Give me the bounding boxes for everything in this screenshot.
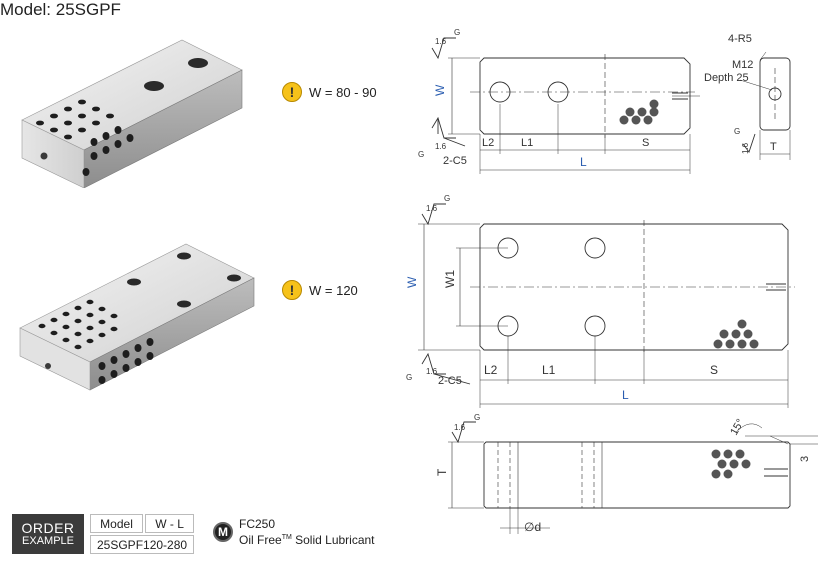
material-desc: Solid Lubricant [291, 533, 375, 548]
order-label-line2: EXAMPLE [22, 534, 74, 547]
order-example-value: 25SGPF120-280 [90, 535, 195, 554]
order-col-model: Model [90, 514, 144, 533]
material-tm: TM [281, 534, 292, 542]
dim-three: 3 [799, 456, 811, 462]
side-thread-label: M12 [732, 59, 753, 71]
roughness-top-g: G [444, 194, 450, 203]
roughness-bottom-g: G [406, 373, 412, 382]
dim-w: W [405, 276, 419, 288]
order-col-wl: W - L [145, 514, 195, 533]
chamfer-label: 2-C5 [438, 375, 462, 387]
variant-badge-2: ! W = 120 [282, 280, 358, 300]
dim-s: S [710, 363, 718, 377]
dim-angle: 15° [728, 417, 747, 437]
page-title: Model: 25SGPF [0, 0, 121, 19]
material-info: M FC250 Oil FreeTM Solid Lubricant [213, 516, 375, 548]
dim-t: T [435, 468, 449, 476]
dim-s: S [642, 137, 649, 149]
dim-l: L [580, 155, 587, 169]
material-icon: M [213, 522, 233, 543]
order-label-line1: ORDER [21, 519, 75, 536]
material-brand: Oil Free [239, 533, 282, 548]
side-radius-label: 4-R5 [728, 33, 752, 45]
material-name: FC250 [239, 517, 276, 531]
dim-w: W [433, 84, 447, 96]
side-roughness-g: G [734, 127, 740, 136]
dim-l: L [622, 388, 629, 402]
roughness-bottom-g: G [418, 150, 424, 159]
dim-w1: W1 [443, 270, 457, 288]
dim-l1: L1 [542, 363, 556, 377]
drawing-top-view-w80-90: W L2 L1 S L 2-C5 1.6 G 1.6 G 4-R5 M12 De… [418, 28, 791, 174]
drawing-top-view-w120: W W1 L2 L1 S L 2-C5 1.6 G 1.6 G [405, 194, 795, 408]
roughness-top: 1.6 [435, 37, 447, 46]
dim-l2: L2 [484, 363, 498, 377]
side-roughness: 1.6 [741, 142, 750, 154]
variant-badge-text: W = 80 - 90 [309, 84, 377, 100]
dim-l1: L1 [521, 137, 533, 149]
dim-t: T [770, 141, 777, 153]
variant-badge-1: ! W = 80 - 90 [282, 82, 377, 102]
roughness-top-g: G [454, 28, 460, 37]
side-depth-label: Depth 25 [704, 72, 749, 84]
roughness-bottom: 1.6 [435, 142, 447, 151]
drawing-front-view: T ∅d 15° 3 1.6 G [435, 414, 818, 534]
product-image-w120 [19, 243, 255, 391]
variant-badge-text: W = 120 [309, 282, 358, 298]
roughness-top: 1.6 [454, 423, 466, 432]
material-description: Oil FreeTM Solid Lubricant [239, 532, 375, 548]
dim-l2: L2 [482, 137, 494, 149]
order-example-label: ORDER EXAMPLE [12, 514, 84, 554]
order-example: ORDER EXAMPLE Model W - L 25SGPF120-280 [12, 514, 195, 554]
caution-icon: ! [282, 280, 302, 300]
chamfer-label: 2-C5 [443, 155, 467, 167]
product-image-w80-90 [21, 39, 243, 188]
caution-icon: ! [282, 82, 302, 102]
roughness-bottom: 1.6 [426, 367, 438, 376]
roughness-top-g: G [474, 414, 480, 422]
roughness-top: 1.6 [426, 204, 438, 213]
dim-diameter-d: ∅d [524, 520, 541, 534]
